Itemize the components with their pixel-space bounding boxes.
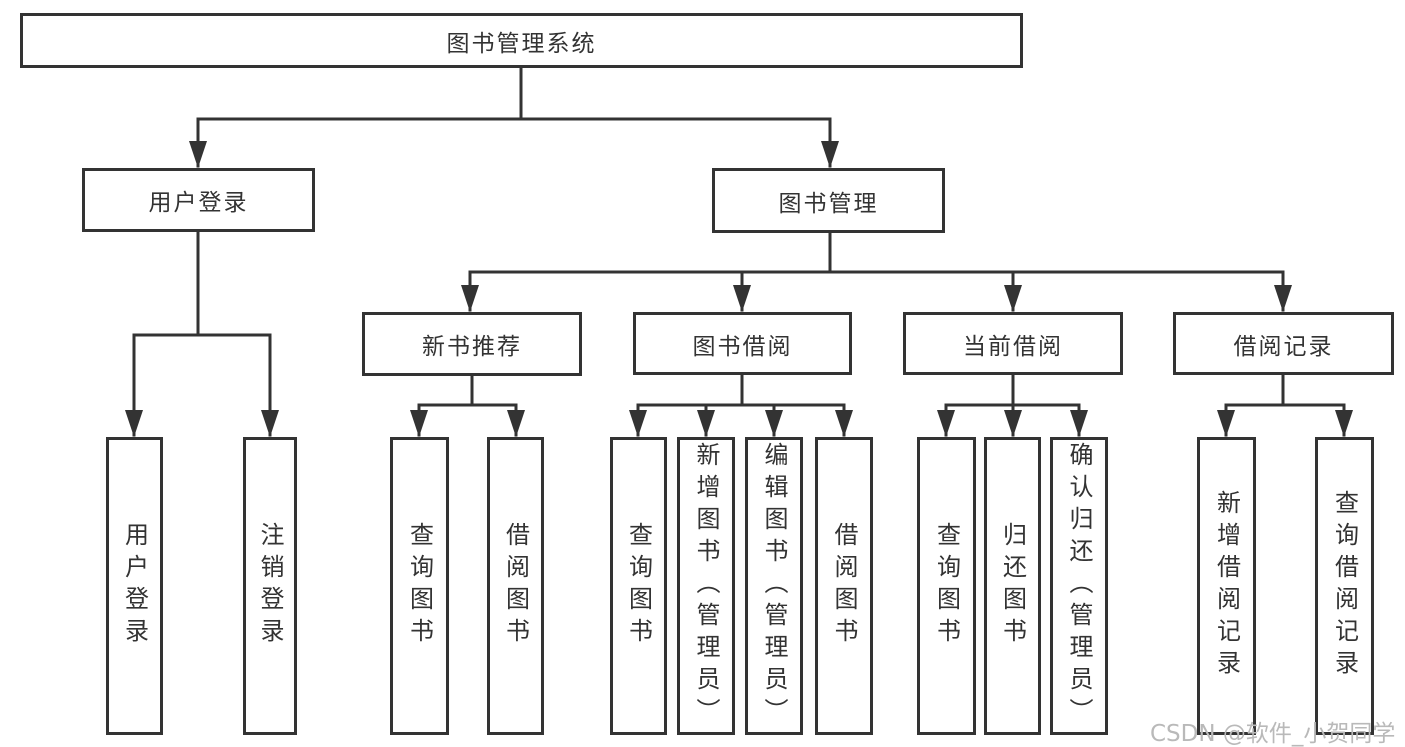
node-borrow-records: 借阅记录: [1173, 312, 1394, 375]
leaf-add-book-admin: 新增图书（管理员）: [677, 437, 735, 735]
leaf-borrow-books-1: 借阅图书: [487, 437, 544, 735]
node-book-management: 图书管理: [712, 168, 945, 233]
node-book-borrow: 图书借阅: [633, 312, 852, 375]
leaf-query-books-1: 查询图书: [390, 437, 449, 735]
leaf-query-borrow-record: 查询借阅记录: [1315, 437, 1374, 735]
leaf-add-borrow-record: 新增借阅记录: [1197, 437, 1256, 735]
node-root-library-system: 图书管理系统: [20, 13, 1023, 68]
leaf-borrow-books-2: 借阅图书: [815, 437, 873, 735]
leaf-return-book: 归还图书: [984, 437, 1041, 735]
node-new-book-recommend: 新书推荐: [362, 312, 582, 376]
node-current-borrow: 当前借阅: [903, 312, 1123, 375]
leaf-query-books-2: 查询图书: [610, 437, 667, 735]
leaf-query-books-3: 查询图书: [917, 437, 976, 735]
leaf-edit-book-admin: 编辑图书（管理员）: [745, 437, 803, 735]
csdn-watermark: CSDN @软件_小贺同学: [1150, 721, 1396, 747]
node-user-login: 用户登录: [82, 168, 315, 232]
leaf-confirm-return-admin: 确认归还（管理员）: [1050, 437, 1108, 735]
leaf-user-login: 用户登录: [106, 437, 163, 735]
leaf-logout: 注销登录: [243, 437, 297, 735]
